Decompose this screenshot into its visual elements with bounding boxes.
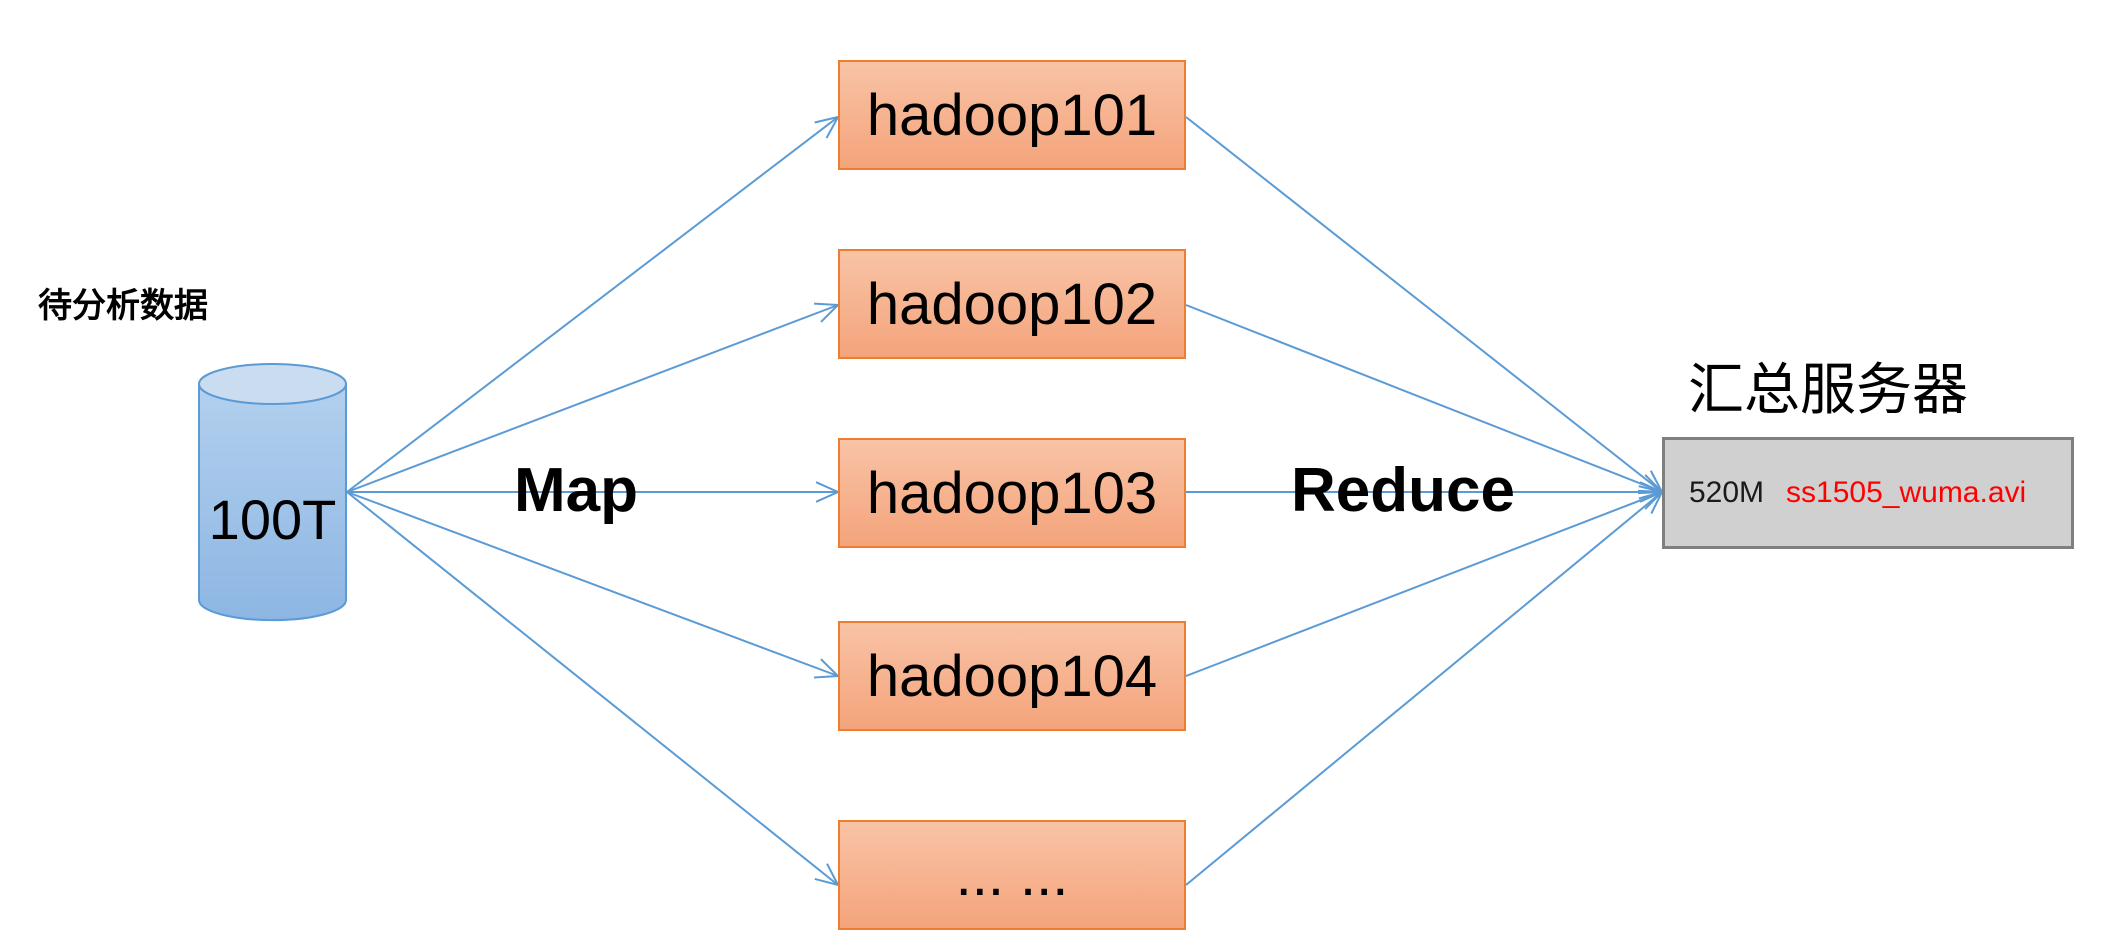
result-size: 520M [1689, 476, 1765, 509]
data-cylinder-icon [198, 363, 347, 622]
result-filename: ss1505_wuma.avi [1786, 476, 2027, 509]
reduce-phase-label: Reduce [1291, 456, 1515, 525]
aggregation-server-box: 520M ss1505_wuma.avi [1662, 437, 2074, 549]
node-hadoop101: hadoop101 [838, 60, 1186, 170]
map-arrow-5 [346, 491, 839, 886]
reduce-arrow-5 [1185, 491, 1663, 886]
node-hadoop102: hadoop102 [838, 249, 1186, 359]
reduce-arrow-1 [1185, 116, 1663, 493]
node-ellipsis: ... ... [838, 820, 1186, 930]
node-hadoop104: hadoop104 [838, 621, 1186, 731]
map-arrow-4 [346, 491, 839, 677]
source-data-label: 待分析数据 [38, 286, 208, 326]
node-hadoop103: hadoop103 [838, 438, 1186, 548]
map-arrow-2 [346, 304, 839, 493]
cylinder-label: 100T [208, 488, 337, 551]
map-arrow-1 [346, 116, 839, 493]
reduce-arrow-2 [1185, 304, 1663, 493]
reduce-arrow-4 [1185, 491, 1663, 677]
aggregation-server-title: 汇总服务器 [1688, 358, 1968, 423]
map-phase-label: Map [514, 456, 638, 525]
